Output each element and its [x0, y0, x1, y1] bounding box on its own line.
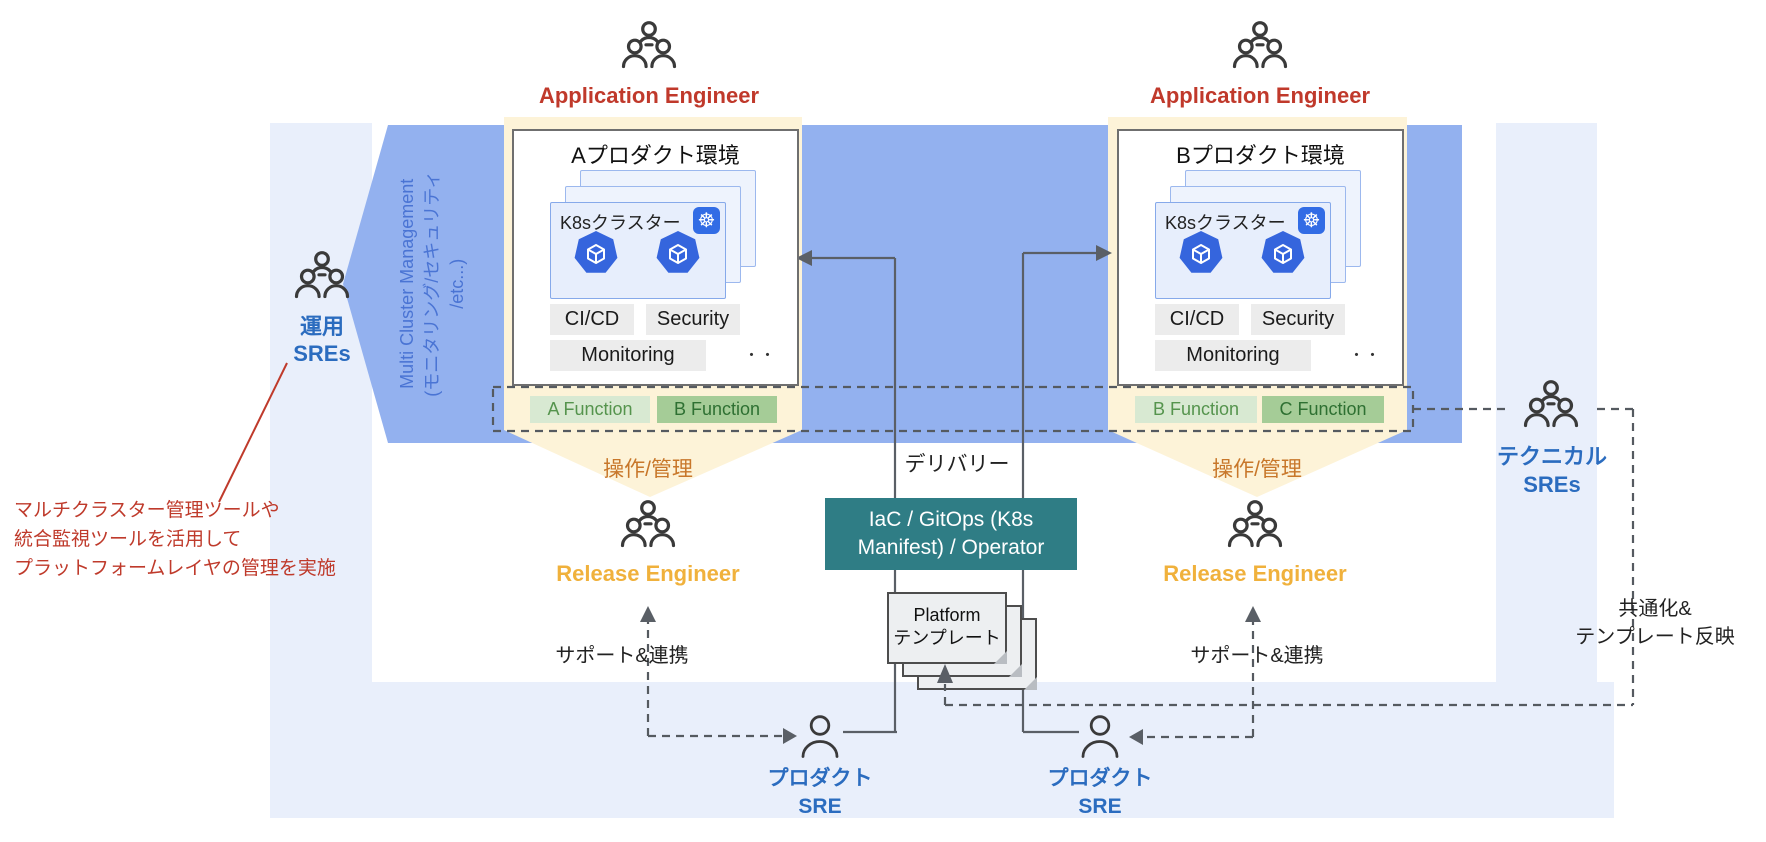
note-callout-line — [218, 362, 288, 503]
more-features-dots: ・・ — [1349, 347, 1382, 364]
ops-sres-label-line1: 運用 — [299, 314, 344, 339]
more-features-dots: ・・ — [744, 347, 777, 364]
commonize-line2: テンプレート反映 — [1575, 626, 1735, 648]
product-b-environment-box: Bプロダクト環境 K8sクラスター ☸ — [1117, 129, 1404, 386]
release-engineer-a-label: Release Engineer — [556, 561, 740, 586]
bottom-light-band — [270, 682, 1614, 818]
iac-line-2: Manifest) / Operator — [857, 536, 1045, 559]
pod-icon — [573, 230, 619, 276]
kubernetes-logo-icon: ☸ — [1298, 207, 1325, 234]
pod-icon — [1260, 230, 1306, 276]
support-arrowheads — [640, 606, 1261, 745]
iac-gitops-box: IaC / GitOps (K8s Manifest) / Operator — [825, 498, 1077, 570]
technical-sres-line2: SREs — [1523, 472, 1581, 497]
person-icon — [1080, 714, 1120, 758]
people-group-icon — [1523, 379, 1579, 431]
people-group-icon — [1227, 499, 1283, 551]
platform-template-line1: Platform — [913, 605, 981, 625]
platform-template-line2: テンプレート — [893, 628, 1001, 649]
release-engineer-b-label: Release Engineer — [1163, 561, 1347, 586]
platform-template-card-front: Platform テンプレート — [887, 592, 1007, 664]
k8s-cluster-label: K8sクラスター — [560, 213, 681, 233]
function-chip-b-function: B Function — [657, 396, 777, 423]
feature-security: Security — [646, 304, 740, 335]
ops-sres-note: マルチクラスター管理ツールや 統合監視ツールを活用して プラットフォームレイヤの… — [14, 496, 336, 583]
product-sre-a-line1: プロダクト — [767, 767, 873, 790]
arrow-to-product-sre-b — [1129, 729, 1143, 745]
arrow-to-product-sre-a — [783, 728, 797, 744]
delivery-arrowheads — [796, 245, 1112, 266]
arrow-into-product-b — [1096, 245, 1112, 261]
product-a-title: Aプロダクト環境 — [571, 143, 740, 168]
product-sre-a-line2: SRE — [798, 795, 842, 818]
delivery-label: デリバリー — [904, 453, 1010, 476]
people-group-icon — [621, 20, 677, 72]
arrow-into-platform-template — [937, 664, 953, 683]
arrow-up-to-release-a — [640, 606, 656, 622]
app-engineer-b-label: Application Engineer — [1149, 83, 1371, 108]
support-b-label: サポート&連携 — [1190, 645, 1324, 667]
arrow-into-product-a — [796, 250, 812, 266]
feature-ci-cd: CI/CD — [1155, 304, 1239, 335]
function-chip-c-function: C Function — [1262, 396, 1384, 423]
product-b-title: Bプロダクト環境 — [1176, 143, 1345, 168]
function-chip-a-function: A Function — [530, 396, 650, 423]
commonize-line1: 共通化& — [1618, 598, 1692, 620]
k8s-cluster-box-a: K8sクラスター ☸ — [550, 202, 726, 299]
k8s-cluster-label: K8sクラスター — [1165, 213, 1286, 233]
operate-manage-b-label: 操作/管理 — [1212, 458, 1302, 481]
dashed-lines — [491, 385, 1635, 739]
kubernetes-logo-icon: ☸ — [693, 207, 720, 234]
k8s-cluster-box-b: K8sクラスター ☸ — [1155, 202, 1331, 299]
feature-monitoring: Monitoring — [1155, 340, 1311, 371]
product-a-environment-box: Aプロダクト環境 K8sクラスター ☸ — [512, 129, 799, 386]
people-group-icon — [620, 499, 676, 551]
platform-template-stack: Platform テンプレート — [887, 592, 1037, 690]
person-icon — [800, 714, 840, 758]
iac-line-1: IaC / GitOps (K8s — [868, 507, 1034, 531]
feature-monitoring: Monitoring — [550, 340, 706, 371]
app-engineer-a-label: Application Engineer — [538, 83, 760, 108]
note-line2: 統合監視ツールを活用して — [14, 529, 242, 550]
product-sre-b-line1: プロダクト — [1047, 767, 1153, 790]
feature-ci-cd: CI/CD — [550, 304, 634, 335]
technical-sres-line1: テクニカル — [1496, 444, 1607, 469]
people-group-icon — [294, 250, 350, 302]
product-sre-b-line2: SRE — [1078, 795, 1122, 818]
arrow-up-to-release-b — [1245, 606, 1261, 622]
operate-manage-a-label: 操作/管理 — [603, 458, 693, 481]
feature-security: Security — [1251, 304, 1345, 335]
pod-icon — [1178, 230, 1224, 276]
people-group-icon — [1232, 20, 1288, 72]
function-chip-b-function: B Function — [1135, 396, 1257, 423]
note-line3: プラットフォームレイヤの管理を実施 — [14, 558, 336, 579]
note-line1: マルチクラスター管理ツールや — [14, 500, 280, 521]
pod-icon — [655, 230, 701, 276]
ops-sres-label-line2: SREs — [293, 341, 351, 366]
support-a-label: サポート&連携 — [555, 645, 689, 667]
